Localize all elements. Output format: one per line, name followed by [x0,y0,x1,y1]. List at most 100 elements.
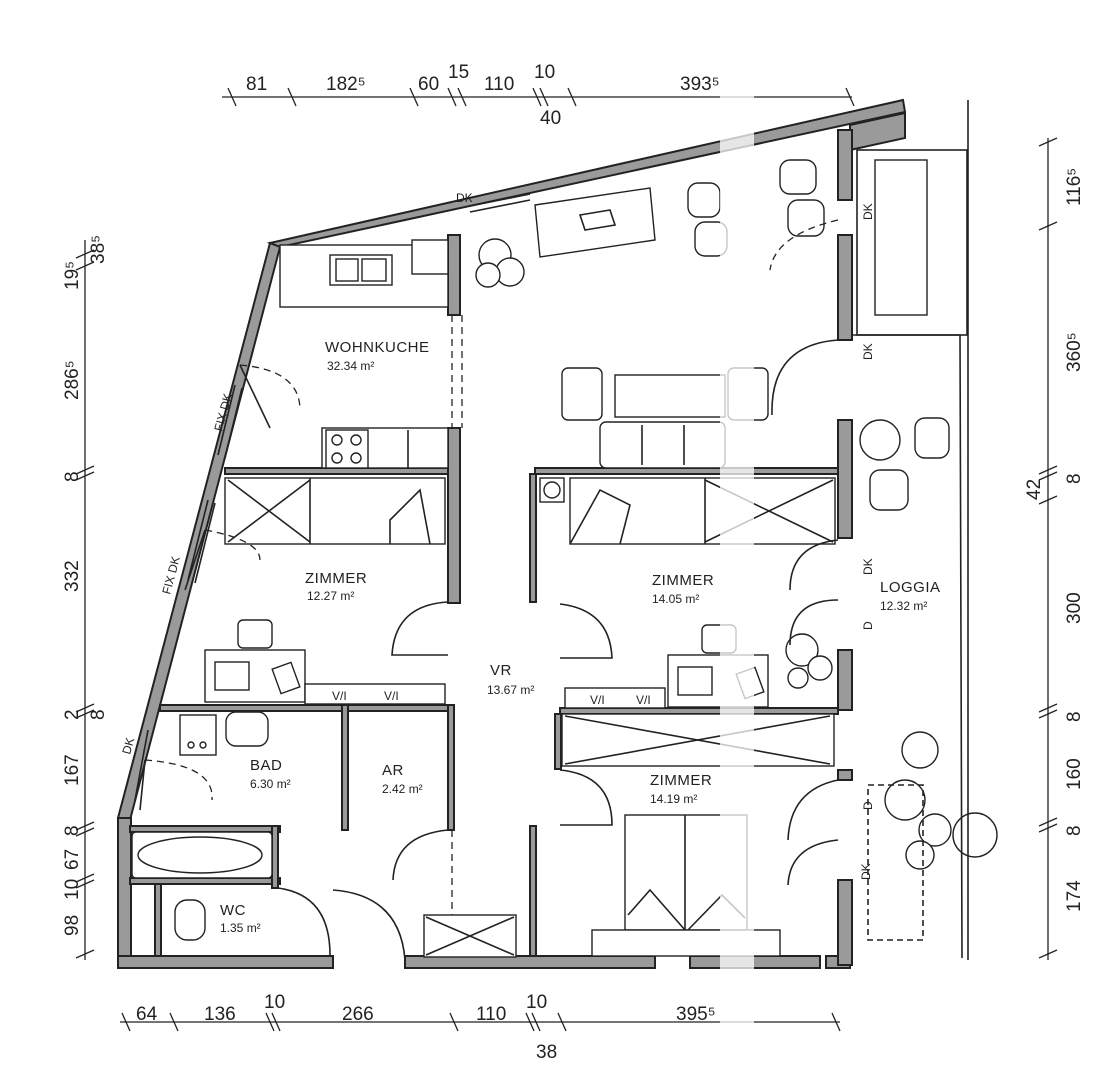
dim-right: 160 [1064,758,1085,790]
dim-bottom: 10 [264,992,285,1013]
bottom-wall-right [689,955,821,969]
fridge [411,239,449,275]
right-wall-5 [837,769,853,781]
room-labels: WOHNKUCHE 32.34 m² ZIMMER 12.27 m² ZIMME… [220,339,941,935]
dim-right: 42 [1024,479,1045,500]
partition-bottom-zimmer-left [554,713,562,770]
chair [914,417,950,459]
dim-left: 19⁵ [62,261,83,290]
dim-bottom: 38 [536,1042,557,1063]
dim-right: 300 [1064,592,1085,624]
partition-wc-side [271,825,279,889]
dim-right: 8 [1064,473,1085,484]
shelf [304,683,446,705]
dim-left: 67 [62,849,83,870]
zimmer-bottom-furniture [559,713,839,957]
tag-dk: DK [456,191,473,205]
tag-dk: DK [859,863,873,880]
svg-text:V/I: V/I [590,693,605,707]
chair [779,159,817,195]
left-wall [117,817,132,969]
svg-text:V/I: V/I [636,693,651,707]
right-wall-6 [837,879,853,966]
living-furniture [534,159,839,469]
dim-bottom: 110 [476,1004,506,1025]
dim-left: 167 [62,754,83,786]
dim-right: 360⁵ [1064,332,1085,372]
partition-bad-ar [341,704,349,831]
washbasin [225,711,269,747]
armchair-left [561,367,603,421]
zimmer-left-furniture: V/I V/I [184,477,449,705]
dim-left: 10 [62,879,83,900]
room-area: 14.05 m² [652,592,699,606]
dim-bottom: 136 [204,1004,236,1025]
partition-tub [129,877,281,885]
dim-top: 110 [484,74,514,95]
tag-d: D [861,621,875,630]
loggia-fixtures [852,100,969,960]
room-area: 12.32 m² [880,599,927,613]
shelf [564,687,666,709]
dim-bottom: 395⁵ [676,1004,716,1025]
sofa [599,421,726,469]
right-wall-1 [837,129,853,201]
bathroom-fixtures [131,711,331,956]
dim-top: 60 [418,74,439,95]
room-area: 14.19 m² [650,792,697,806]
partition-ar-vr [447,704,455,831]
center-wall-mid [447,427,461,604]
room-area: 32.34 m² [327,359,374,373]
room-name: AR [382,762,404,779]
windows [134,193,531,801]
dim-right: 174 [1064,880,1085,912]
dim-right: 8 [1064,711,1085,722]
partition-zimmer-zimmer [559,707,839,715]
loggia-table [859,419,901,461]
room-name: VR [490,662,512,679]
chair [237,619,273,649]
dim-left: 2 [62,709,83,720]
stove [325,429,369,469]
partition-bad-wc [129,825,281,833]
room-name: WC [220,902,246,919]
dim-top: 182⁵ [326,74,366,95]
kitchen-fixtures [239,239,463,469]
partition-zimmer-bad [159,704,449,712]
room-area: 12.27 m² [307,589,354,603]
vr-fixtures [332,829,517,961]
svg-text:V/I: V/I [384,689,399,703]
chair [869,469,909,511]
dim-left: 98 [62,915,83,936]
dim-bottom: 266 [342,1004,374,1025]
right-wall-3 [837,419,853,539]
dim-left: 286⁵ [62,360,83,400]
planter [874,159,928,316]
chair [687,182,721,218]
tag-dk: DK [861,343,875,360]
right-wall-2 [837,234,853,341]
svg-text:V/I: V/I [332,689,347,703]
dim-top: 40 [540,108,561,129]
laptop [214,661,250,691]
room-area: 1.35 m² [220,921,261,935]
tag-dk: DK [861,203,875,220]
room-name: ZIMMER [650,772,712,789]
partition-zimmer-right-left [529,473,537,603]
wardrobe [224,477,446,545]
wardrobe [569,477,836,545]
dim-bottom: 64 [136,1004,158,1025]
dim-left: 8 [62,471,83,482]
center-wall-top [447,234,461,316]
room-name: WOHNKUCHE [325,339,430,356]
coffee-table [614,374,726,418]
dim-top: 393⁵ [680,74,720,95]
tag-dk: DK [861,558,875,575]
dim-left: 8 [88,709,109,720]
partition-kitchen-zimmer [224,467,449,475]
dim-left: 332 [62,560,83,592]
room-name: LOGGIA [880,579,941,596]
dim-top: 15 [448,62,469,83]
plant-icon [475,238,998,870]
